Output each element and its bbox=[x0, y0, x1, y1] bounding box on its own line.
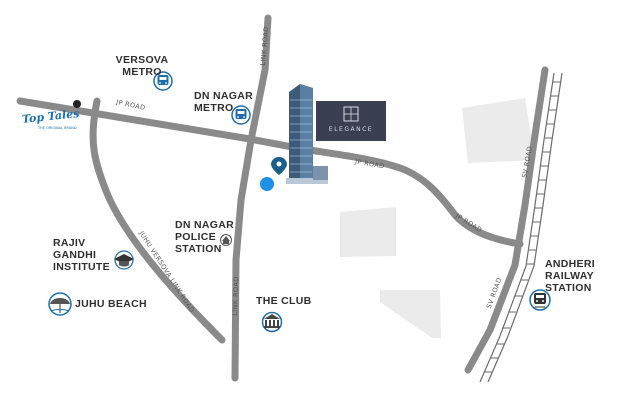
dn-nagar-police-label: DN NAGAR POLICE STATION bbox=[175, 219, 234, 255]
andheri-station-label: ANDHERI RAILWAY STATION bbox=[545, 258, 595, 294]
location-pin-icon bbox=[271, 157, 287, 175]
road-label-link-south: LINK ROAD bbox=[230, 276, 241, 316]
brand-logo-icon bbox=[343, 106, 359, 122]
map-block-mid bbox=[340, 207, 396, 257]
sv-road bbox=[464, 66, 549, 374]
rajiv-gandhi-label: RAJIV GANDHI INSTITUTE bbox=[53, 237, 110, 273]
map-block-large bbox=[462, 98, 535, 163]
jp-road bbox=[16, 97, 524, 248]
project-building bbox=[286, 84, 328, 184]
juhu-versova-link-road bbox=[89, 97, 226, 344]
project-name: ELEGANCE bbox=[328, 126, 374, 133]
versova-metro-label: VERSOVA METRO bbox=[115, 54, 169, 78]
metro-icon bbox=[231, 105, 251, 125]
juhu-beach-label: JUHU BEACH bbox=[75, 298, 147, 310]
the-club-label: THE CLUB bbox=[256, 295, 312, 307]
beach-umbrella-icon bbox=[48, 292, 72, 316]
club-building-icon bbox=[261, 311, 283, 333]
train-icon bbox=[529, 289, 551, 311]
project-brand-panel: ELEGANCE bbox=[316, 101, 386, 141]
project-location-dot bbox=[260, 177, 274, 191]
link-road bbox=[231, 14, 272, 382]
logo-tagline: THE ORIGINAL BRAND bbox=[38, 126, 77, 130]
police-station-icon bbox=[220, 234, 232, 246]
graduation-cap-icon bbox=[114, 250, 134, 270]
metro-icon bbox=[153, 71, 173, 91]
map-block-low bbox=[380, 290, 441, 338]
origin-dot bbox=[73, 100, 81, 108]
railway-ties bbox=[484, 81, 561, 373]
dn-nagar-metro-label: DN NAGAR METRO bbox=[194, 90, 253, 114]
